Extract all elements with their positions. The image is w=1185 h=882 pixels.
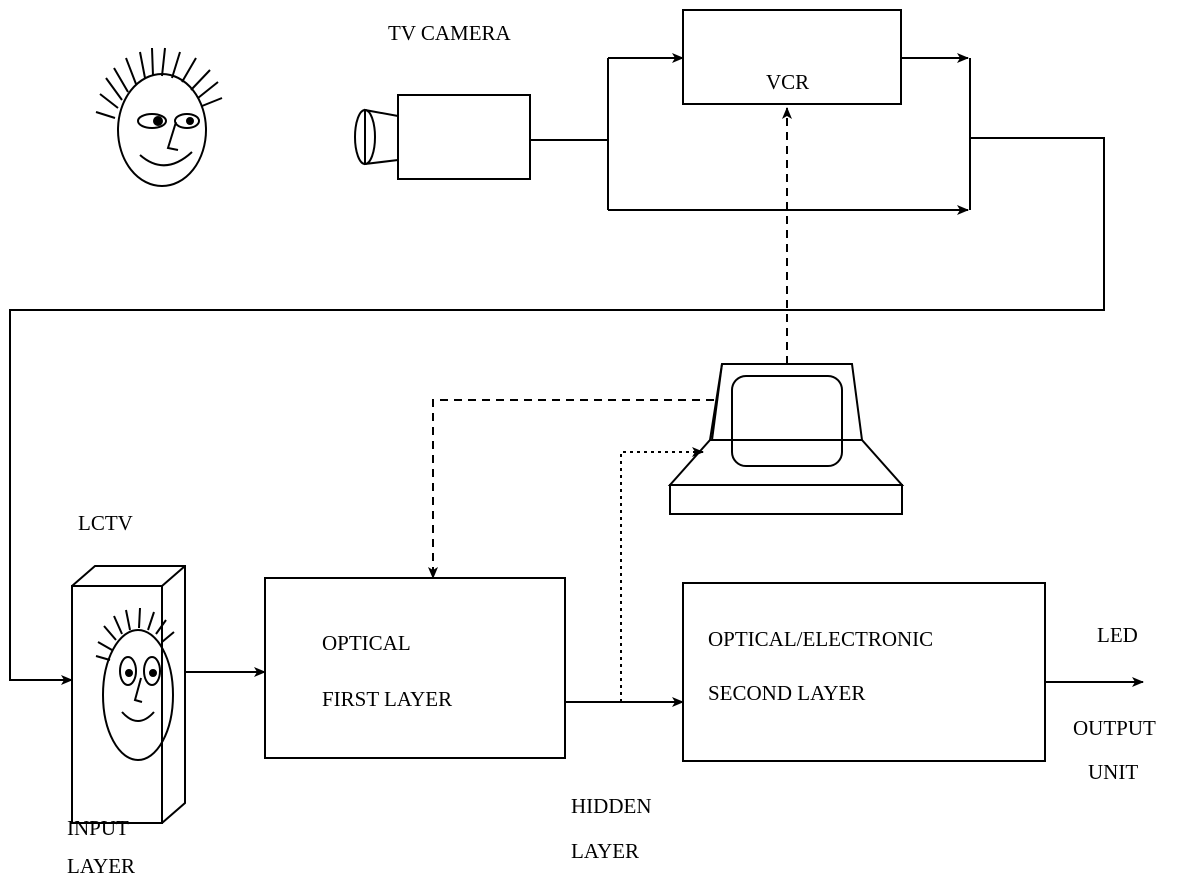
hidden-to-terminal-dotted-arrow [621,452,703,702]
optical-label: OPTICAL [322,633,411,654]
hidden-label: HIDDEN [571,796,651,817]
unit-label: UNIT [1088,762,1138,783]
lctv-label: LCTV [78,513,133,534]
input-label: INPUT [67,818,129,839]
computer-terminal-icon [670,364,902,514]
face-icon [96,48,222,186]
tv-camera-icon [355,95,530,179]
output-label: OUTPUT [1073,718,1156,739]
terminal-to-first-layer-dashed-arrow [433,400,714,578]
feedback-loop-arrow [10,138,1104,680]
vcr-label: VCR [766,72,809,93]
hidden-layer-label: LAYER [571,841,639,862]
led-label: LED [1097,625,1138,646]
first-layer-label: FIRST LAYER [322,689,452,710]
optical-electronic-label: OPTICAL/ELECTRONIC [708,629,933,650]
tv-camera-label: TV CAMERA [388,23,511,44]
second-layer-label: SECOND LAYER [708,683,865,704]
first-layer-box [265,578,565,758]
input-layer-label: LAYER [67,856,135,877]
second-layer-box [683,583,1045,761]
lctv-panel-icon [72,566,185,823]
